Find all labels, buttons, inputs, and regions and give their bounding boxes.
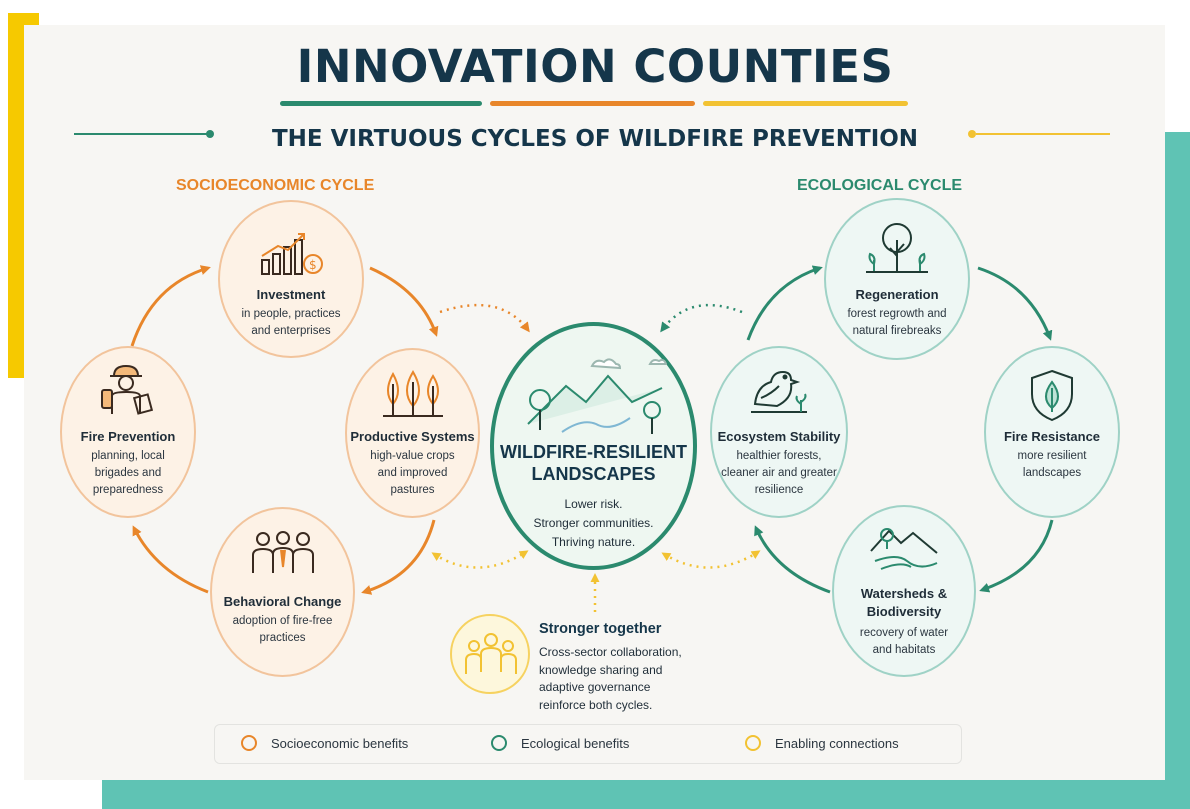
growth-chart-icon: $ bbox=[220, 230, 362, 278]
together-desc-line: Cross-sector collaboration, bbox=[539, 645, 682, 659]
stronger-together-description: Cross-sector collaboration, knowledge sh… bbox=[539, 644, 682, 714]
node-title: Behavioral Change bbox=[223, 594, 342, 609]
node-fire-prevention: Fire Prevention planning, local brigades… bbox=[60, 346, 196, 518]
svg-text:$: $ bbox=[309, 258, 317, 272]
center-desc-line: Stronger communities. bbox=[533, 516, 654, 530]
node-title: Regeneration bbox=[855, 287, 939, 302]
center-description: Lower risk. Stronger communities. Thrivi… bbox=[494, 495, 693, 552]
community-icon bbox=[464, 632, 518, 683]
node-desc-line: pastures bbox=[390, 484, 435, 496]
stronger-together-badge bbox=[450, 614, 530, 694]
center-title: WILDFIRE-RESILIENT LANDSCAPES bbox=[494, 441, 693, 485]
stronger-together-title: Stronger together bbox=[539, 621, 662, 637]
center-desc-line: Thriving nature. bbox=[551, 535, 636, 549]
legend-circle-icon bbox=[745, 735, 761, 751]
page-subtitle: THE VIRTUOUS CYCLES OF WILDFIRE PREVENTI… bbox=[271, 126, 919, 152]
center-desc-line: Lower risk. bbox=[564, 497, 623, 511]
shield-leaf-icon bbox=[986, 368, 1118, 422]
title-underline-teal bbox=[280, 101, 482, 106]
title-underline-orange bbox=[490, 101, 695, 106]
ecological-cycle-label: ECOLOGICAL CYCLE bbox=[797, 177, 963, 194]
node-title: Fire Prevention bbox=[80, 429, 176, 444]
node-watersheds-biodiversity: Watersheds & Biodiversity recovery of wa… bbox=[832, 505, 976, 677]
node-desc-line: planning, local bbox=[91, 450, 165, 462]
bird-icon bbox=[712, 364, 846, 418]
node-ecosystem-stability: Ecosystem Stability healthier forests, c… bbox=[710, 346, 848, 518]
socioeconomic-cycle-label: SOCIOECONOMIC CYCLE bbox=[176, 177, 375, 194]
node-title: Investment bbox=[256, 287, 326, 302]
node-title: Ecosystem Stability bbox=[717, 429, 841, 444]
node-behavioral-change: Behavioral Change adoption of fire-free … bbox=[210, 507, 355, 677]
legend-item-enabling: Enabling connections bbox=[745, 735, 899, 751]
title-underline-yellow bbox=[703, 101, 908, 106]
node-desc-line: forest regrowth and bbox=[847, 308, 947, 320]
center-title-line: LANDSCAPES bbox=[531, 464, 656, 484]
legend-circle-icon bbox=[491, 735, 507, 751]
node-desc-line: preparedness bbox=[92, 484, 164, 496]
node-desc-line: brigades and bbox=[94, 467, 162, 479]
landscape-icon bbox=[522, 352, 668, 443]
node-desc-line: adoption of fire-free bbox=[232, 615, 333, 627]
together-desc-line: reinforce both cycles. bbox=[539, 697, 653, 712]
node-fire-resistance: Fire Resistance more resilient landscape… bbox=[984, 346, 1120, 518]
river-icon bbox=[834, 521, 974, 573]
node-productive-systems: Productive Systems high-value crops and … bbox=[345, 348, 480, 518]
node-desc-line: landscapes bbox=[1022, 467, 1082, 479]
together-desc-line: adaptive governance bbox=[539, 680, 651, 694]
people-group-icon bbox=[212, 529, 353, 575]
node-desc-line: cleaner air and greater bbox=[721, 467, 837, 479]
trees-icon bbox=[347, 370, 478, 420]
legend-label: Socioeconomic benefits bbox=[271, 735, 409, 751]
node-regeneration: Regeneration forest regrowth and natural… bbox=[824, 198, 970, 360]
node-desc-line: high-value crops bbox=[370, 450, 455, 462]
node-title: Fire Resistance bbox=[1003, 429, 1101, 444]
node-desc-line: and habitats bbox=[872, 644, 936, 656]
legend-item-socioeconomic: Socioeconomic benefits bbox=[241, 735, 408, 751]
node-desc-line: more resilient bbox=[1017, 450, 1087, 462]
firefighter-icon bbox=[62, 362, 194, 418]
together-desc-line: knowledge sharing and bbox=[539, 662, 663, 677]
sapling-icon bbox=[826, 220, 968, 276]
node-title: Productive Systems bbox=[350, 429, 475, 444]
legend-label: Enabling connections bbox=[775, 735, 899, 751]
node-title-line2: Biodiversity bbox=[866, 604, 942, 619]
node-desc-line: recovery of water bbox=[859, 627, 949, 639]
legend-circle-icon bbox=[241, 735, 257, 751]
node-desc-line: and improved bbox=[377, 467, 448, 479]
center-wildfire-resilient-landscapes: WILDFIRE-RESILIENT LANDSCAPES Lower risk… bbox=[490, 322, 697, 570]
legend-label: Ecological benefits bbox=[521, 735, 630, 751]
node-desc-line: healthier forests, bbox=[736, 450, 822, 462]
legend-item-ecological: Ecological benefits bbox=[491, 735, 629, 751]
center-title-line: WILDFIRE-RESILIENT bbox=[500, 442, 687, 462]
node-desc-line: practices bbox=[259, 632, 306, 644]
legend: Socioeconomic benefits Ecological benefi… bbox=[214, 724, 962, 764]
page-title: INNOVATION COUNTIES bbox=[296, 40, 894, 93]
node-desc-line: in people, practices bbox=[241, 308, 341, 320]
node-investment: $ Investment in people, practices and en… bbox=[218, 200, 364, 358]
node-title: Watersheds & bbox=[860, 586, 948, 601]
node-desc-line: natural firebreaks bbox=[852, 325, 942, 337]
node-desc-line: resilience bbox=[754, 484, 804, 496]
node-desc-line: and enterprises bbox=[251, 325, 331, 337]
